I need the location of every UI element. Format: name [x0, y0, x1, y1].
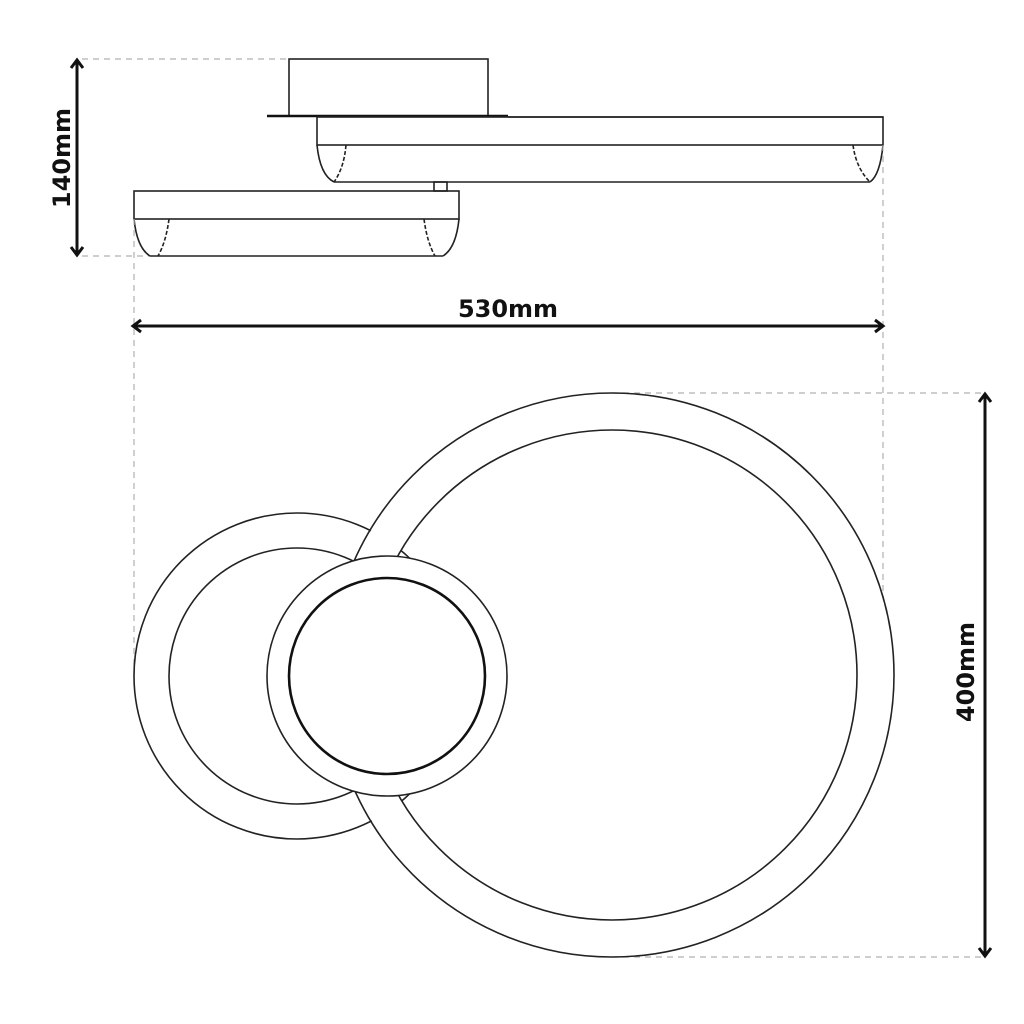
center-ring — [266, 555, 508, 797]
depth-dimension-label: 400mm — [952, 622, 980, 722]
lower-ring-profile — [133, 190, 460, 257]
arrow-down-icon — [977, 947, 993, 959]
width-dimension: 530mm — [130, 145, 886, 676]
height-dimension: 140mm — [48, 57, 85, 258]
width-dimension-label: 530mm — [458, 295, 558, 323]
arrow-up-icon — [977, 391, 993, 403]
arrow-up-icon — [69, 57, 85, 69]
height-dimension-label: 140mm — [48, 108, 76, 208]
top-view: 400mm — [133, 391, 993, 959]
depth-dimension: 400mm — [952, 391, 993, 959]
arrow-right-icon — [874, 318, 886, 334]
side-view: 140mm — [48, 57, 884, 258]
tier-connector — [433, 181, 448, 192]
upper-ring-profile — [316, 116, 884, 183]
arrow-down-icon — [69, 246, 85, 258]
ceiling-canopy — [288, 58, 489, 117]
arrow-left-icon — [130, 318, 142, 334]
